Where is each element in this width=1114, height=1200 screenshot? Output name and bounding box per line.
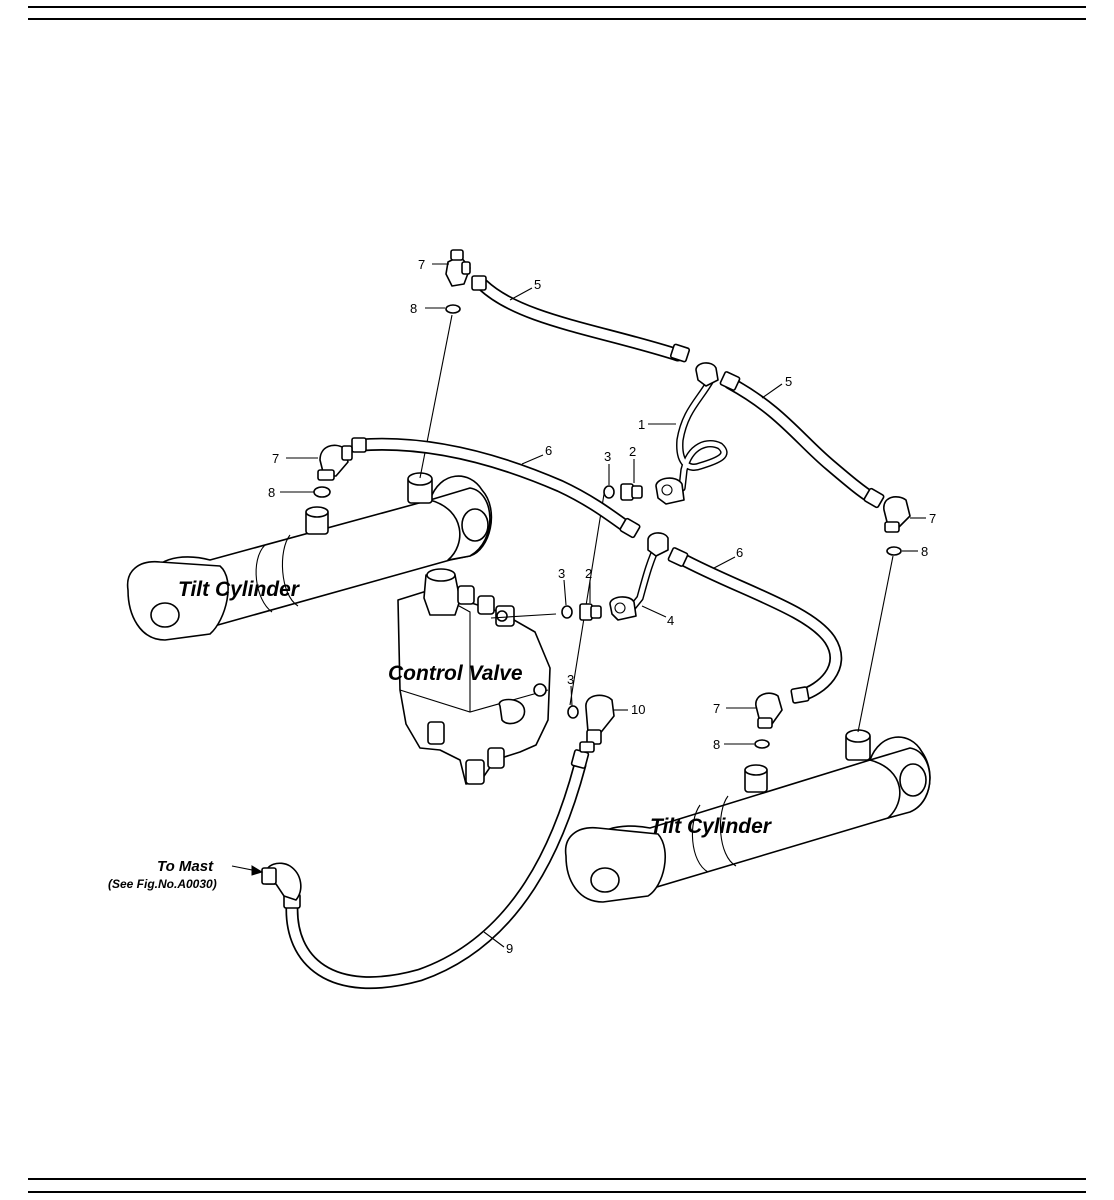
to-mast-elbow xyxy=(261,862,302,901)
callout-7d: 7 xyxy=(713,701,720,716)
callout-leaders xyxy=(231,263,926,948)
callout-5b: 5 xyxy=(785,374,792,389)
tilt-cylinder-right-label: Tilt Cylinder xyxy=(650,815,773,838)
to-mast-note: To Mast (See Fig.No.A0030) xyxy=(108,858,217,891)
tilt-cylinder-right: Tilt Cylinder xyxy=(564,729,931,903)
callout-10: 10 xyxy=(631,702,645,717)
pipe-1 xyxy=(676,374,728,492)
tee-fitting-middle xyxy=(647,532,669,557)
callout-8b: 8 xyxy=(268,485,275,500)
hose-fittings xyxy=(283,275,885,909)
callout-6b: 6 xyxy=(736,545,743,560)
top-rule-2 xyxy=(28,18,1086,20)
callout-1: 1 xyxy=(638,417,645,432)
callout-4: 4 xyxy=(667,613,674,628)
callout-2a: 2 xyxy=(629,444,636,459)
tilt-cylinder-left-label: Tilt Cylinder xyxy=(178,578,301,601)
tilt-cylinder-left: Tilt Cylinder xyxy=(126,472,493,641)
callout-6a: 6 xyxy=(545,443,552,458)
control-valve-label: Control Valve xyxy=(388,662,523,685)
elbow-7-left xyxy=(317,444,353,481)
callout-9: 9 xyxy=(506,941,513,956)
union-2-lower xyxy=(561,596,637,621)
callout-7a: 7 xyxy=(418,257,425,272)
control-valve: Control Valve xyxy=(388,568,551,785)
hose-9 xyxy=(285,758,587,990)
callout-3a: 3 xyxy=(604,449,611,464)
o-rings-8 xyxy=(313,304,902,749)
hose-5-right xyxy=(723,376,879,505)
tee-fitting-upper xyxy=(695,362,719,387)
see-fig-label: (See Fig.No.A0030) xyxy=(108,877,217,891)
callout-8c: 8 xyxy=(921,544,928,559)
elbow-10 xyxy=(579,694,615,753)
hose-6-right xyxy=(673,551,843,702)
to-mast-label: To Mast xyxy=(157,858,214,875)
hose-5-upper xyxy=(476,278,685,362)
bottom-rule-1 xyxy=(28,1178,1086,1180)
callout-7b: 7 xyxy=(272,451,279,466)
o-ring-3-lower xyxy=(567,705,579,719)
callout-3c: 3 xyxy=(567,672,574,687)
union-2-upper xyxy=(603,477,685,505)
callout-3b: 3 xyxy=(558,566,565,581)
callout-8a: 8 xyxy=(410,301,417,316)
callout-numbers: 7 8 5 5 1 3 2 7 8 6 7 8 3 2 6 4 3 10 7 8… xyxy=(268,257,936,956)
callout-8d: 8 xyxy=(713,737,720,752)
hose-6-left xyxy=(353,437,635,535)
callout-5a: 5 xyxy=(534,277,541,292)
elbow-7-right-upper xyxy=(883,496,911,533)
elbow-7-top xyxy=(445,249,471,287)
callout-2b: 2 xyxy=(585,566,592,581)
top-rule-1 xyxy=(28,6,1086,8)
bottom-rule-2 xyxy=(28,1191,1086,1193)
elbow-7-right-lower xyxy=(755,692,783,729)
callout-7c: 7 xyxy=(929,511,936,526)
